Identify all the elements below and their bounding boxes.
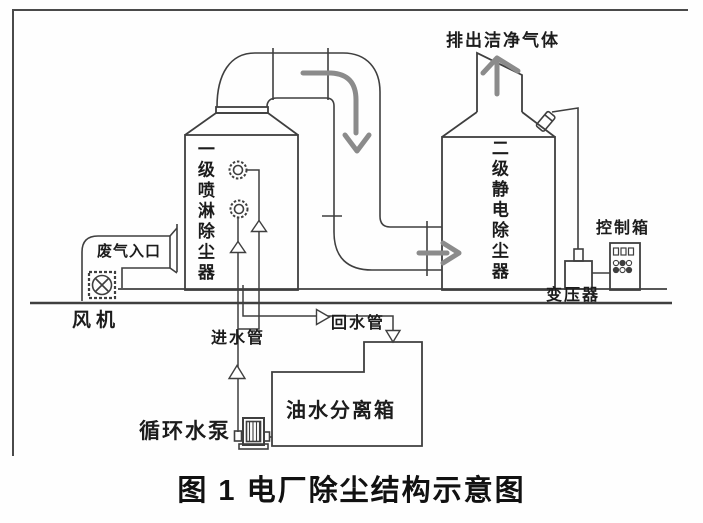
stage2-esp-label: 二级静电除尘器 — [488, 139, 508, 283]
stage1-scrubber-outline — [184, 106, 299, 291]
stage1-scrubber-label: 一级喷淋除尘器 — [194, 140, 214, 284]
flow-arrow-into-esp — [416, 240, 462, 266]
gas-flow-arrows — [300, 55, 521, 266]
flow-arrow-chimney-up — [480, 55, 521, 97]
stage2-esp-outline — [441, 51, 556, 291]
control-panel-icon — [609, 242, 641, 291]
fan-icon — [87, 270, 117, 300]
spray-pipes — [237, 169, 260, 432]
transformer-box-icon — [564, 248, 610, 290]
fan-duct — [81, 224, 178, 301]
spray-nozzle-icon — [228, 160, 249, 219]
pipe-flow-arrows — [227, 219, 402, 380]
figure-caption: 图 1 电厂除尘结构示意图 — [177, 475, 526, 507]
oil-water-separator-label: 油水分离箱 — [286, 400, 396, 422]
fan-label: 风机 — [72, 310, 121, 331]
hv-bushing — [535, 107, 579, 249]
flow-arrow-duct-down — [300, 70, 372, 154]
water-inlet-pipe-label: 进水管 — [211, 330, 266, 347]
circulating-pump-label: 循环水泵 — [139, 420, 231, 443]
pump-icon — [233, 417, 272, 450]
clean-gas-outlet-label: 排出洁净气体 — [446, 31, 560, 50]
transformer-label: 变压器 — [546, 287, 601, 304]
water-return-pipe-label: 回水管 — [331, 315, 386, 332]
waste-gas-inlet-label: 废气入口 — [97, 243, 162, 260]
arch-duct — [216, 48, 442, 276]
page-border — [12, 9, 688, 456]
control-box-label: 控制箱 — [596, 220, 651, 237]
oil-water-separator-outline — [271, 341, 423, 447]
